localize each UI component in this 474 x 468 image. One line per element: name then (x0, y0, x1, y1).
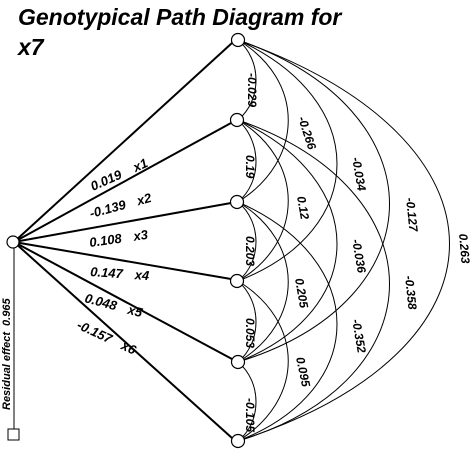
direct-effect-x6: -0.157x6 (75, 317, 139, 358)
arc-r16 (237, 39, 450, 442)
node-x4 (229, 273, 245, 289)
arc-r23 (237, 119, 257, 203)
residual-effect-label: Residual effect0.965 (1, 298, 13, 410)
title-line-1: Genotypical Path Diagram for (18, 4, 342, 30)
correlation-arcs (237, 39, 450, 442)
arc-r46 (237, 280, 289, 442)
arc-r14 (237, 39, 338, 282)
corr-r35: 0.205 (292, 277, 311, 309)
node-x3 (229, 194, 245, 210)
title-line-2: x7 (18, 34, 44, 60)
path-line-x1 (13, 42, 233, 243)
arc-r26 (237, 119, 390, 442)
arc-r12 (237, 39, 257, 121)
direct-effect-x1: 0.019x1 (88, 155, 150, 194)
node-x6 (230, 433, 246, 449)
corr-r14: -0.034 (349, 156, 369, 192)
path-line-x3 (13, 202, 232, 243)
arc-r56 (237, 361, 257, 442)
arc-r24 (237, 119, 289, 282)
path-lines (13, 42, 233, 439)
arc-r13 (237, 39, 289, 203)
node-x5 (230, 354, 246, 370)
corr-r15: -0.127 (403, 197, 421, 234)
corr-r16: 0.263 (456, 233, 473, 264)
path-line-x4 (13, 241, 232, 280)
path-line-x2 (13, 122, 232, 243)
corr-r36: -0.352 (349, 318, 369, 354)
node-x2 (229, 112, 245, 128)
corr-r34: 0.203 (243, 236, 257, 266)
origin-node (6, 235, 20, 249)
diagram-title: Genotypical Path Diagram for x7 (18, 2, 358, 62)
residual-box (7, 428, 20, 441)
arc-r36 (237, 201, 338, 442)
corr-r13: -0.266 (295, 115, 319, 152)
node-x1 (230, 32, 246, 48)
corr-r24: 0.12 (294, 195, 312, 221)
arc-r35 (237, 201, 289, 363)
corr-r23: 0.19 (243, 155, 257, 179)
arc-r15 (237, 39, 390, 363)
corr-r12: -0.029 (245, 73, 259, 107)
corr-r26: -0.358 (402, 275, 420, 311)
corr-r25: -0.036 (349, 238, 369, 274)
corr-r45: 0.053 (243, 318, 257, 348)
nodes (6, 32, 246, 449)
arc-r25 (237, 119, 338, 363)
path-line-x5 (13, 241, 233, 360)
corr-r56: -0.105 (243, 398, 257, 432)
arc-r34 (237, 201, 257, 282)
path-line-x6 (13, 241, 233, 439)
arc-r45 (237, 280, 257, 363)
corr-r46: 0.095 (293, 356, 313, 389)
